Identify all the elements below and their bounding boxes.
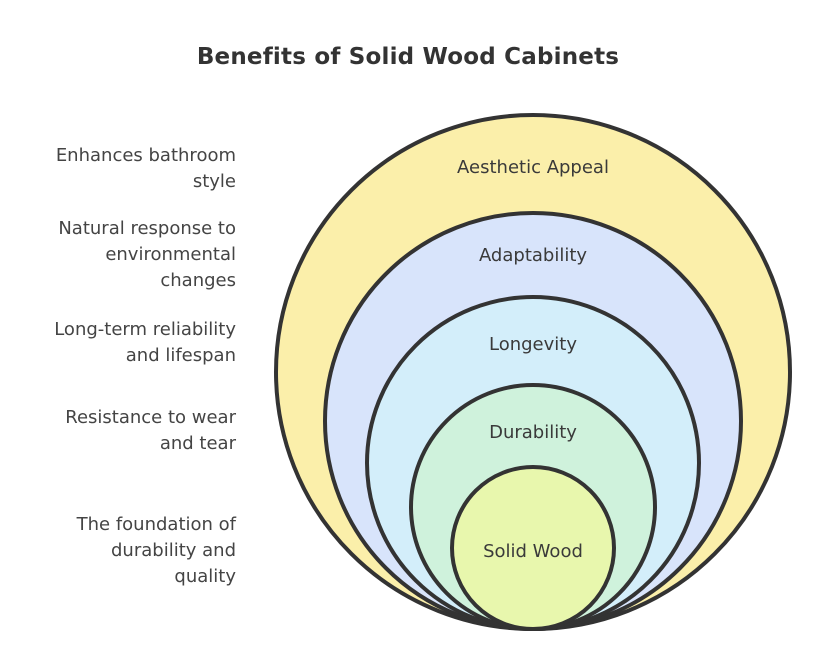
- description-longevity: Long-term reliability and lifespan: [0, 317, 236, 369]
- ring-solid-wood: Solid Wood: [450, 465, 616, 631]
- ring-longevity-label: Longevity: [489, 334, 577, 355]
- ring-solid-wood-label: Solid Wood: [483, 541, 583, 562]
- description-line: Natural response to: [58, 218, 236, 239]
- diagram-title: Benefits of Solid Wood Cabinets: [196, 44, 620, 70]
- description-line: changes: [160, 270, 236, 291]
- ring-solid-wood-shape: [450, 465, 616, 631]
- description-line: style: [192, 171, 236, 192]
- description-durability: Resistance to wear and tear: [0, 405, 236, 457]
- description-line: The foundation of: [76, 514, 236, 535]
- description-line: Long-term reliability: [54, 319, 236, 340]
- description-line: Resistance to wear: [65, 407, 236, 428]
- description-line: durability and: [111, 540, 236, 561]
- ring-adaptability-label: Adaptability: [479, 245, 587, 266]
- description-line: Enhances bathroom: [55, 145, 236, 166]
- description-aesthetic-appeal: Enhances bathroom style: [0, 143, 236, 195]
- description-adaptability: Natural response to environmental change…: [0, 216, 236, 294]
- description-line: and lifespan: [125, 345, 236, 366]
- description-line: environmental: [105, 244, 236, 265]
- ring-aesthetic-appeal-label: Aesthetic Appeal: [457, 157, 609, 178]
- description-line: quality: [174, 566, 236, 587]
- description-solid-wood: The foundation of durability and quality: [0, 512, 236, 590]
- description-line: and tear: [159, 433, 236, 454]
- ring-durability-label: Durability: [489, 422, 577, 443]
